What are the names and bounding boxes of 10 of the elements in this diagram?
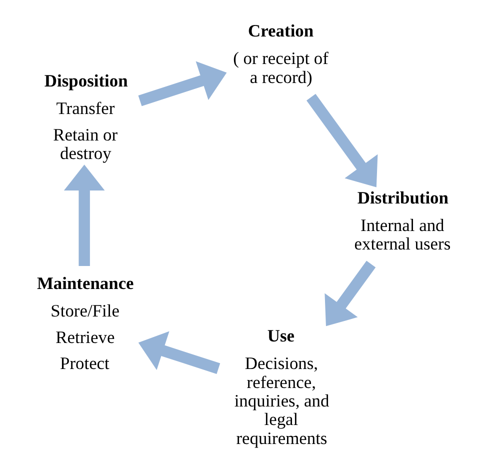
arrow [64, 164, 105, 266]
node-text: Use Decisions, reference, inquiries, and legal requirements [234, 326, 330, 448]
arrow [306, 94, 378, 188]
arrow [324, 260, 376, 326]
node-text: Disposition Transfer Retain or destroy [44, 70, 128, 164]
arrow [138, 331, 220, 374]
node-text: Maintenance Store/File Retrieve Protect [36, 273, 134, 373]
arrow [138, 61, 227, 106]
node-text: Distribution Internal and external users [354, 188, 451, 254]
node-text: Creation ( or receipt of a record) [233, 20, 328, 87]
